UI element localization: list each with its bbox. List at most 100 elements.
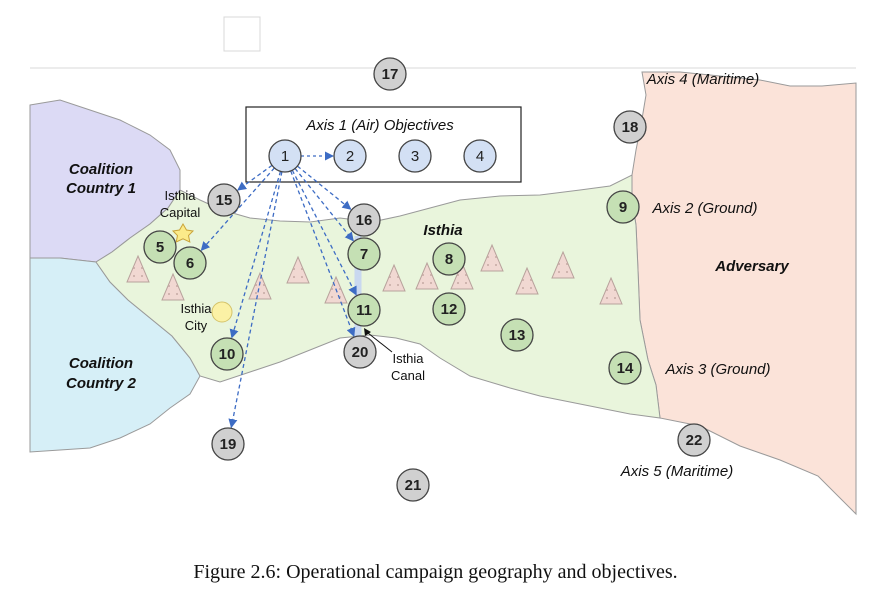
mountain-texture <box>263 284 265 286</box>
mountain-texture <box>331 288 333 290</box>
mountain-texture <box>522 279 524 281</box>
mountain-texture <box>293 268 295 270</box>
objective-number: 13 <box>509 327 526 344</box>
mountain-icon <box>599 276 623 305</box>
mountain-texture <box>614 289 616 291</box>
isthia-city-label-line2: City <box>185 318 208 333</box>
mountain-texture <box>397 284 399 286</box>
mountain-texture <box>522 287 524 289</box>
mountain-icon <box>126 254 150 283</box>
objective-number: 14 <box>617 360 634 377</box>
objective-circle <box>396 468 430 502</box>
objective-node-15: 15 <box>207 183 241 217</box>
objective-circle <box>333 139 367 173</box>
objective-node-6: 6 <box>173 246 207 280</box>
mountain-texture <box>301 268 303 270</box>
isthia-canal-label-line2: Canal <box>391 368 425 383</box>
objective-node-13: 13 <box>500 318 534 352</box>
mountain-texture <box>457 282 459 284</box>
mountain-texture <box>495 256 497 258</box>
objective-node-1: 1 <box>268 139 302 173</box>
axis3-label: Axis 3 (Ground) <box>664 361 770 378</box>
isthia-capital-star <box>171 223 195 243</box>
mountain-texture <box>465 274 467 276</box>
axis5-label: Axis 5 (Maritime) <box>620 463 734 480</box>
mountain-texture <box>495 264 497 266</box>
coalition-2-label-line1: Coalition <box>69 355 133 372</box>
objective-circle <box>500 318 534 352</box>
objective-number: 3 <box>411 148 419 165</box>
mountain-texture <box>168 285 170 287</box>
mountain-texture <box>301 276 303 278</box>
objective-node-17: 17 <box>373 57 407 91</box>
objective-number: 18 <box>622 119 639 136</box>
air-arrow <box>228 171 283 429</box>
objective-number: 7 <box>360 246 368 263</box>
objective-circle <box>606 190 640 224</box>
air-strike-arrows <box>200 151 357 429</box>
mountain-icon <box>551 250 575 279</box>
mountain-icon <box>161 272 185 301</box>
objective-circle <box>210 337 244 371</box>
objective-number: 21 <box>405 477 422 494</box>
objective-circle <box>143 230 177 264</box>
objective-node-4: 4 <box>463 139 497 173</box>
mountain-icon <box>515 266 539 295</box>
mountain-texture <box>255 284 257 286</box>
objective-node-19: 19 <box>211 427 245 461</box>
figure-caption: Figure 2.6: Operational campaign geograp… <box>193 561 678 583</box>
objective-number: 22 <box>686 432 703 449</box>
adversary-region <box>631 71 857 516</box>
mountain-texture <box>133 275 135 277</box>
objective-node-20: 20 <box>343 335 377 369</box>
mountain-texture <box>133 267 135 269</box>
mountain-texture <box>530 287 532 289</box>
mountain-texture <box>487 256 489 258</box>
axis2-label: Axis 2 (Ground) <box>651 200 757 217</box>
objective-circle <box>343 335 377 369</box>
mountain-texture <box>430 282 432 284</box>
objective-node-10: 10 <box>210 337 244 371</box>
mountain-icon <box>248 271 272 300</box>
mountain-range <box>126 243 623 305</box>
objective-node-22: 22 <box>677 423 711 457</box>
isthia-city-label-line1: Isthia <box>180 301 212 316</box>
isthia-capital-label-line1: Isthia <box>164 188 196 203</box>
mountain-texture <box>293 276 295 278</box>
mountain-texture <box>558 271 560 273</box>
canal-pointer <box>367 332 393 353</box>
mountain-texture <box>530 279 532 281</box>
objective-circle <box>211 427 245 461</box>
mountain-texture <box>566 263 568 265</box>
objective-number: 17 <box>382 66 399 83</box>
mountain-texture <box>141 267 143 269</box>
air-arrow <box>237 164 273 191</box>
objective-number: 16 <box>356 212 373 229</box>
adversary-label: Adversary <box>714 258 789 275</box>
objective-number: 1 <box>281 148 289 165</box>
objective-number: 6 <box>186 255 194 272</box>
mountain-texture <box>389 276 391 278</box>
mountain-texture <box>465 282 467 284</box>
objective-node-16: 16 <box>347 203 381 237</box>
objective-number: 10 <box>219 346 236 363</box>
isthia-city-marker <box>211 301 233 323</box>
objective-circle <box>398 139 432 173</box>
mountain-texture <box>487 264 489 266</box>
mountain-texture <box>168 293 170 295</box>
objective-circle <box>173 246 207 280</box>
objective-circle <box>347 237 381 271</box>
air-arrow <box>294 168 354 242</box>
objective-number: 19 <box>220 436 237 453</box>
objective-node-9: 9 <box>606 190 640 224</box>
objective-circle <box>432 242 466 276</box>
mountain-texture <box>141 275 143 277</box>
mountain-texture <box>606 297 608 299</box>
objective-node-5: 5 <box>143 230 177 264</box>
air-arrow <box>200 167 275 251</box>
objective-node-8: 8 <box>432 242 466 276</box>
mountain-texture <box>430 274 432 276</box>
mountain-texture <box>558 263 560 265</box>
objective-number: 5 <box>156 239 164 256</box>
